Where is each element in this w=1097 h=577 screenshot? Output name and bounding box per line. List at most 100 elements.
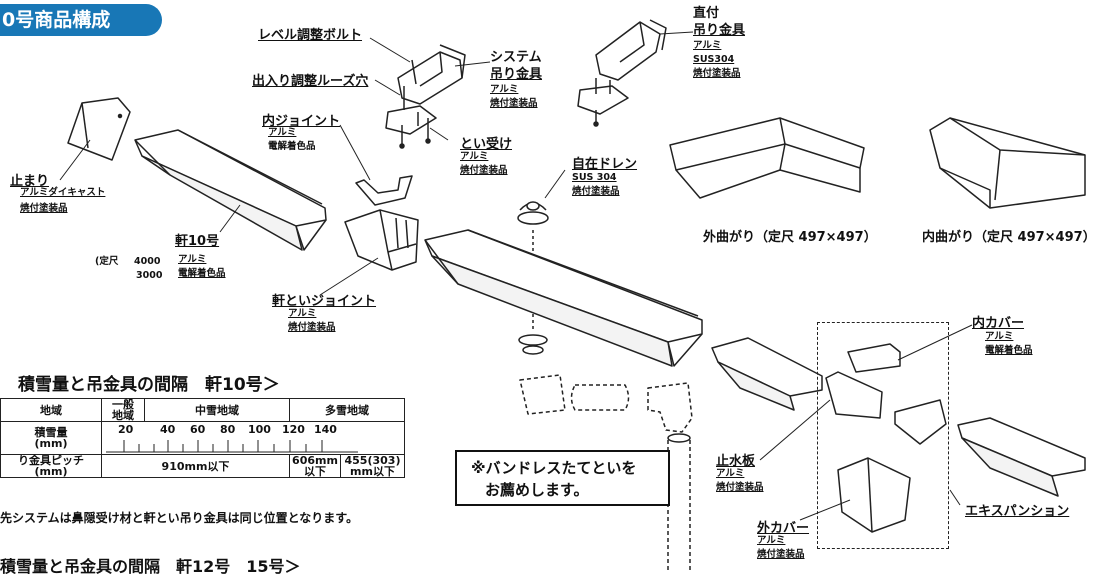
inner-joint-material-1: アルミ [268,127,297,138]
label-inner-joint: 内ジョイント [262,114,341,129]
noki-joint-drawing [344,209,419,271]
chokuzuke-material-1: アルミ [693,40,722,51]
snow-label-1: 積雪量 [34,426,68,439]
label-noki10: 軒10号 [175,234,220,249]
chokuzuke-material-3: 焼付塗装品 [693,68,741,79]
pitch-606-line-2: 以下 [304,465,326,478]
scale-20: 20 [118,423,134,436]
label-dejiri-hole: 出入り調整ルーズ穴 [252,74,369,89]
chokuzuke-material-2: SUS304 [693,54,735,65]
inner-fold-drawing [894,399,947,445]
noki10-material-1: アルミ [178,254,207,265]
chokuzuke-hanger-drawing [577,19,667,127]
snow-spacing-heading-2: 積雪量と吊金具の間隔 軒12号 15号＞ [0,557,301,576]
expansion-gutter-left-drawing [711,337,823,411]
label-level-bolt: レベル調整ボルト [258,28,363,43]
snow-note: 先システムは鼻隠受け材と軒とい吊り金具は同じ位置となります。 [0,511,359,525]
row-pitch-label: り金具ピッチ (mm) [0,454,102,478]
jizai-drain-material-2: 焼付塗装品 [572,186,620,197]
toi-uke-material-2: 焼付塗装品 [460,165,508,176]
shisuiban-material-2: 焼付塗装品 [716,482,764,493]
snow-spacing-table: 地域 一般 地域 中雪地域 多雪地域 積雪量 (mm) 20 40 60 80 … [0,398,405,478]
tomari-material-2: 焼付塗装品 [20,203,68,214]
scale-140: 140 [314,423,337,436]
expansion-gutter-right-drawing [957,417,1086,497]
label-uchi-cover: 内カバー [972,316,1025,331]
label-soto-cover: 外カバー [757,521,810,536]
system-hanger-material-2: 焼付塗装品 [490,98,538,109]
soto-cover-drawing [837,457,911,533]
label-system-hanger-1: システム [490,50,542,65]
pitch-455: 455(303) mm以下 [340,454,405,478]
scale-80: 80 [220,423,236,436]
snow-scale-cell: 20 40 60 80 100 120 140 [101,421,405,455]
table-header-area: 地域 [0,398,102,422]
label-tomari: 止まり [10,174,50,189]
scale-60: 60 [190,423,206,436]
table-header-tasetsu: 多雪地域 [289,398,405,422]
uchi-magari-drawing [929,117,1086,209]
system-hanger-drawing [385,44,466,149]
noki10-teishaku-label: (定尺 [95,256,119,267]
inner-joint-drawing [355,175,413,206]
scale-40: 40 [160,423,176,436]
label-chokuzuke-1: 直付 [693,6,720,21]
noki10-teishaku-text: 定尺 [99,256,119,267]
soto-cover-material-1: アルミ [757,535,786,546]
recommend-line-2: お薦めします。 [485,481,589,499]
scale-ticks [106,440,358,453]
pitch-label-2: (mm) [34,465,68,478]
ippan-line-1: 一般 [112,398,134,411]
ippan-line-2: 地域 [112,409,134,422]
recommend-note-box: ※バンドレスたてといを お薦めします。 [455,450,670,506]
label-expansion: エキスパンション [965,504,1070,519]
pitch-910: 910mm以下 [101,454,290,478]
tomari-material-1: アルミダイキャスト [20,187,106,198]
snow-scale: 20 40 60 80 100 120 140 [102,422,404,454]
noki-joint-material-1: アルミ [288,308,317,319]
pitch-label-1: り金具ピッチ [18,454,84,467]
pitch-455-line-1: 455(303) [344,454,401,467]
label-system-hanger-2: 吊り金具 [490,67,543,82]
pitch-455-line-2: mm以下 [350,465,395,478]
recommend-line-1: ※バンドレスたてといを [471,459,637,477]
center-gutter-drawing [424,229,703,367]
leader-lines [59,31,973,521]
section-title-badge: 0号商品構成 [0,4,162,36]
system-hanger-material-1: アルミ [490,84,519,95]
noki-joint-material-2: 焼付塗装品 [288,322,336,333]
snow-label-2: (mm) [34,437,68,450]
label-soto-magari: 外曲がり（定尺 497×497） [703,230,877,245]
label-toi-uke: とい受け [460,137,513,152]
label-uchi-magari: 内曲がり（定尺 497×497） [922,230,1096,245]
uchi-cover-material-2: 電解着色品 [985,345,1033,356]
label-jizai-drain: 自在ドレン [572,157,638,172]
noki10-material-2: 電解着色品 [178,268,226,279]
soto-cover-material-2: 焼付塗装品 [757,549,805,560]
label-chokuzuke-2: 吊り金具 [693,23,746,38]
noki10-gutter-drawing [134,129,327,251]
shisuiban-drawing [825,371,883,419]
expansion-dashed-area [817,322,949,549]
noki10-length-1: 4000 [134,256,161,267]
soto-magari-drawing [669,117,865,199]
uchi-cover-material-1: アルミ [985,331,1014,342]
label-noki-joint: 軒といジョイント [272,294,377,309]
downspout-pipe-drawing [667,433,691,443]
jizai-drain-material-1: SUS 304 [572,172,617,183]
scale-120: 120 [282,423,305,436]
toi-uke-material-1: アルミ [460,151,489,162]
pitch-606-line-1: 606mm [292,454,338,467]
table-header-ippan: 一般 地域 [101,398,145,422]
snow-spacing-heading: 積雪量と吊金具の間隔 軒10号＞ [18,375,280,395]
label-shisuiban: 止水板 [716,454,756,469]
table-header-chusetsu: 中雪地域 [144,398,290,422]
tomari-part-drawing [67,97,131,161]
scale-100: 100 [248,423,271,436]
noki10-length-2: 3000 [136,270,163,281]
shisuiban-material-1: アルミ [716,468,745,479]
inner-joint-material-2: 電解着色品 [268,141,316,152]
row-snow-label: 積雪量 (mm) [0,421,102,455]
pitch-606: 606mm 以下 [289,454,341,478]
